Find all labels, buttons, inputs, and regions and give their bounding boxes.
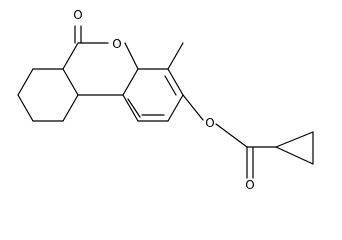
lactone-ring <box>62 42 139 96</box>
benzene-ring <box>122 68 184 122</box>
carbonyl-double-bond <box>74 25 82 44</box>
ester-group <box>182 94 277 179</box>
molecule-structure-diagram: O O O O <box>17 8 314 189</box>
methyl-group <box>167 42 184 70</box>
carbonyl-oxygen-label: O <box>73 8 82 22</box>
cyclopropane-ring <box>275 131 314 165</box>
cyclohexene-ring <box>17 68 79 122</box>
ring-oxygen-label: O <box>112 37 121 51</box>
ester-oxygen-label: O <box>205 116 214 130</box>
ester-carbonyl-oxygen-label: O <box>245 178 254 189</box>
